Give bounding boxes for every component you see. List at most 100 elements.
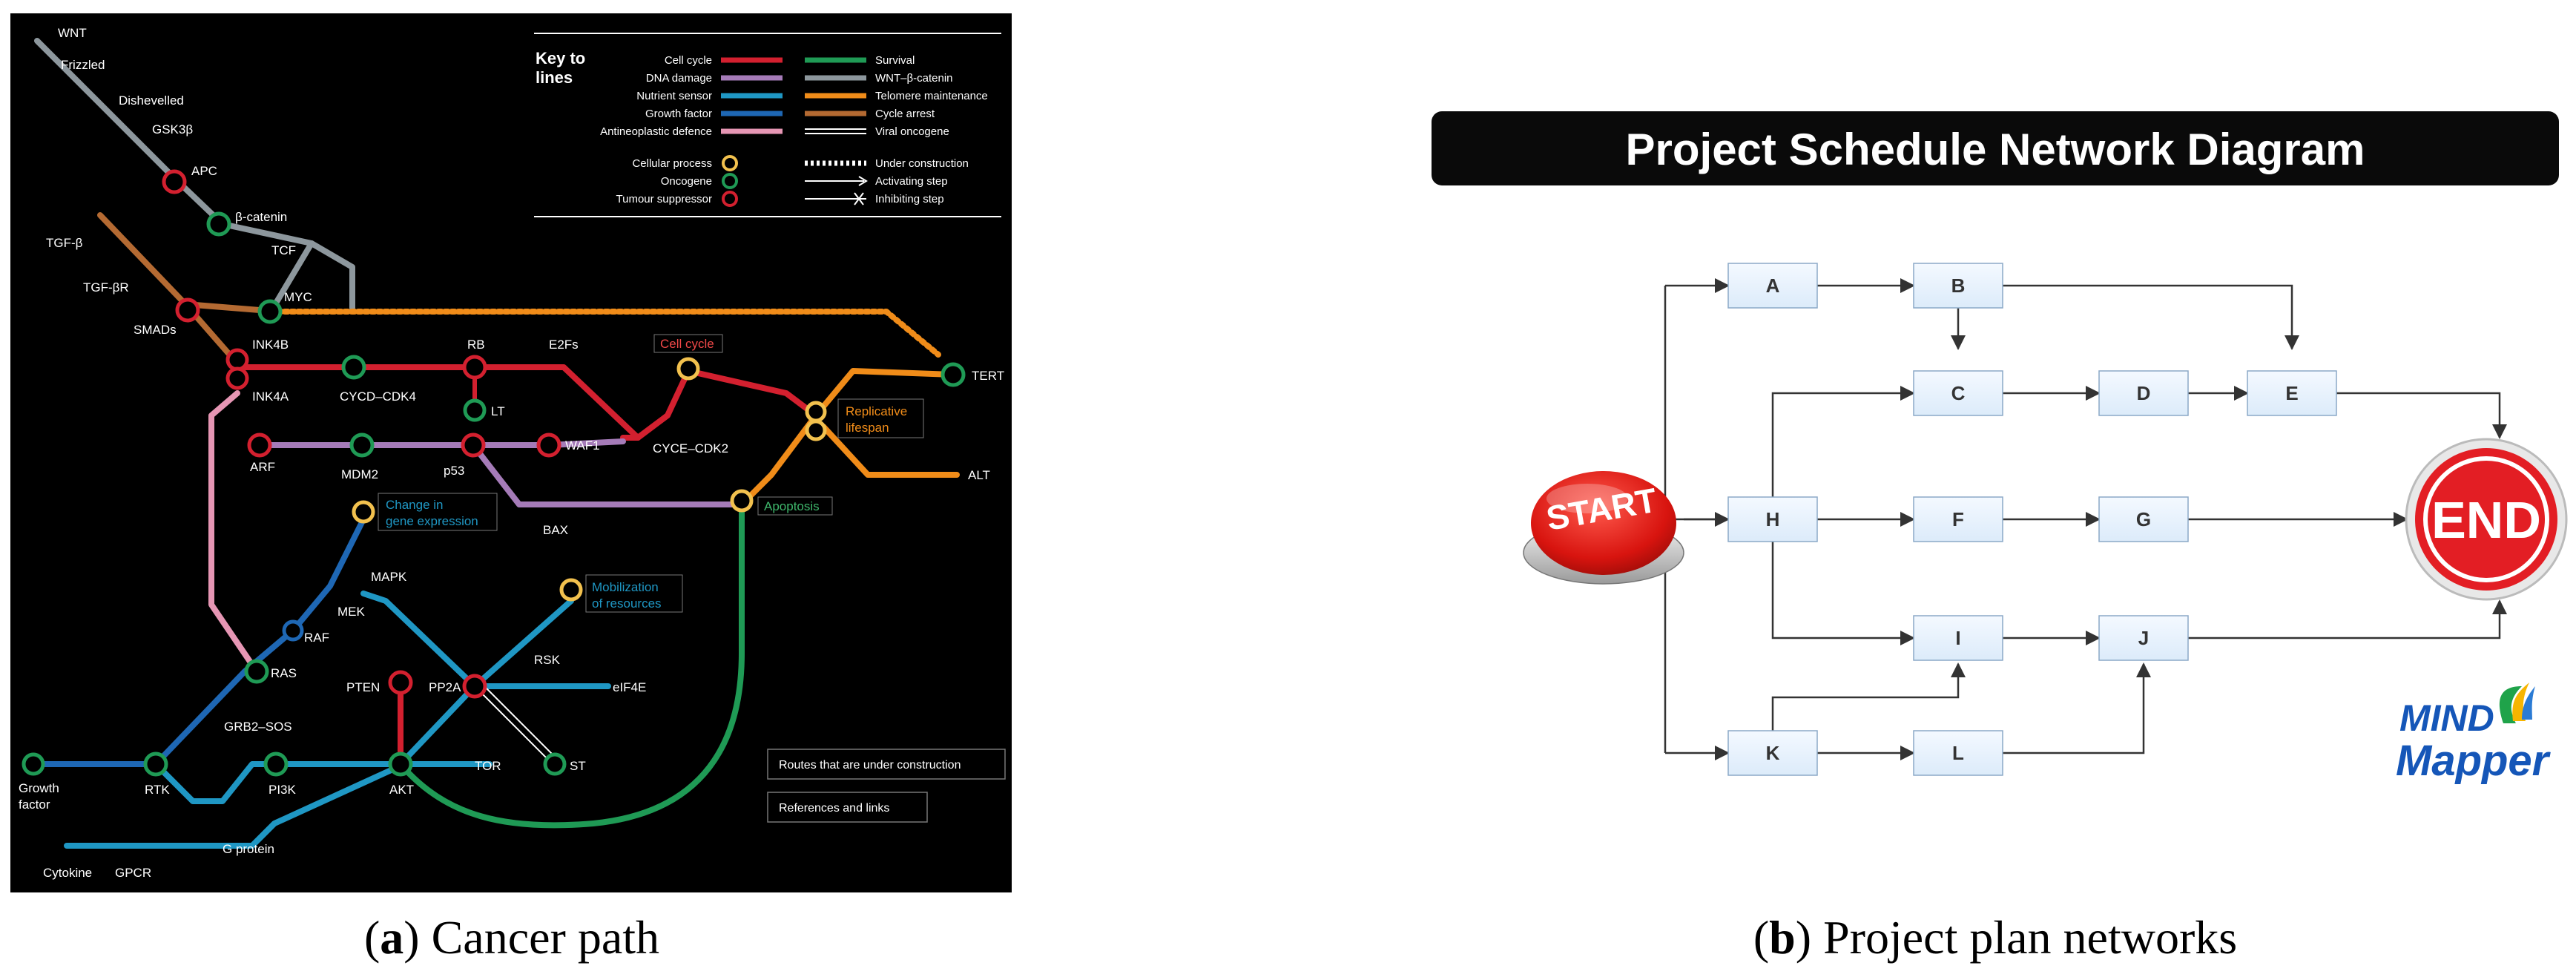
logo-text-line1: MIND xyxy=(2399,697,2494,739)
pathway-nodes xyxy=(22,169,966,777)
key-label-survival: Survival xyxy=(875,54,915,67)
node-bcatenin xyxy=(206,211,231,237)
caption-b: (b) Project plan networks xyxy=(1753,911,2237,964)
label-pten: PTEN xyxy=(346,680,380,694)
label-apoptosis: Apoptosis xyxy=(764,499,820,513)
node-pi3k xyxy=(263,752,289,777)
logo-swoosh-icon xyxy=(2499,686,2522,723)
key-label-telomere: Telomere maintenance xyxy=(875,90,988,102)
node-st xyxy=(543,752,567,776)
key-node-oncogene xyxy=(722,173,738,189)
myc-tert-dotted xyxy=(275,309,941,358)
growth-factor-line xyxy=(30,516,366,767)
label-arf: ARF xyxy=(250,460,275,474)
label-change-1: Change in xyxy=(386,498,444,512)
task-box-k[interactable]: K xyxy=(1727,730,1818,776)
task-box-h[interactable]: H xyxy=(1727,496,1818,542)
task-label: C xyxy=(1951,382,1966,404)
key-label-nutrient-sensor: Nutrient sensor xyxy=(636,90,712,102)
node-ink4b xyxy=(225,348,249,372)
node-smads xyxy=(175,297,200,323)
label-gprotein: G protein xyxy=(223,842,274,856)
label-gpcr: GPCR xyxy=(115,866,151,880)
task-box-d[interactable]: D xyxy=(2098,370,2189,416)
node-tert xyxy=(941,362,966,387)
label-mobil-1: Mobilization xyxy=(592,580,659,594)
references-button[interactable]: References and links xyxy=(767,792,928,823)
node-ras xyxy=(244,659,269,684)
cell-cycle-line xyxy=(234,364,819,441)
label-tgfbr: TGF-βR xyxy=(83,280,129,295)
change-gene-box xyxy=(378,493,498,531)
task-box-a[interactable]: A xyxy=(1727,263,1818,309)
key-label-cycle-arrest: Cycle arrest xyxy=(875,108,935,120)
logo-text-line2: Mapper xyxy=(2396,737,2552,785)
task-box-c[interactable]: C xyxy=(1913,370,2003,416)
task-label: F xyxy=(1952,508,1964,530)
label-cellcycle: Cell cycle xyxy=(660,337,714,351)
task-box-l[interactable]: L xyxy=(1913,730,2003,776)
label-cycd: CYCD–CDK4 xyxy=(340,389,416,404)
key-node-tumour-suppressor xyxy=(722,191,738,207)
node-growth-factor xyxy=(22,752,45,776)
task-box-b[interactable]: B xyxy=(1913,263,2003,309)
caption-a: (a) Cancer path xyxy=(364,911,659,964)
node-waf1 xyxy=(536,433,561,458)
label-rsk: RSK xyxy=(534,653,561,667)
node-replicative-top xyxy=(805,401,827,423)
key-to-lines: Key to lines Cell cycle DNA damage Nutri… xyxy=(534,33,1001,217)
key-label-inhibiting-step: Inhibiting step xyxy=(875,193,944,205)
replicative-box xyxy=(837,398,924,438)
diagram-title: Project Schedule Network Diagram xyxy=(1626,125,2365,174)
node-rb xyxy=(462,355,487,380)
label-mapk: MAPK xyxy=(371,570,407,584)
node-mdm2 xyxy=(349,433,375,458)
label-change-2: gene expression xyxy=(386,514,478,528)
mobilization-box xyxy=(585,574,683,613)
routes-button[interactable]: Routes that are under construction xyxy=(767,749,1006,780)
label-ink4b: INK4B xyxy=(252,338,289,352)
task-label: B xyxy=(1951,274,1966,297)
key-title-line2: lines xyxy=(536,68,573,87)
label-cytokine: Cytokine xyxy=(43,866,92,880)
node-mobilization xyxy=(559,578,583,602)
task-box-g[interactable]: G xyxy=(2098,496,2189,542)
label-mdm2: MDM2 xyxy=(341,467,378,481)
label-waf1: WAF1 xyxy=(565,438,600,453)
task-box-i[interactable]: I xyxy=(1913,615,2003,661)
node-akt xyxy=(388,752,413,777)
node-pp2a xyxy=(462,674,487,699)
task-label: A xyxy=(1766,274,1780,297)
label-bcatenin: β-catenin xyxy=(235,210,287,224)
task-label: G xyxy=(2136,508,2151,530)
node-myc xyxy=(257,299,283,324)
label-p53: p53 xyxy=(444,464,464,478)
label-tert: TERT xyxy=(972,369,1004,383)
task-box-j[interactable]: J xyxy=(2098,615,2189,661)
node-change-gene xyxy=(352,500,375,524)
start-button[interactable]: START xyxy=(1523,471,1684,585)
label-bax: BAX xyxy=(543,523,568,537)
task-box-e[interactable]: E xyxy=(2247,370,2337,416)
antineoplastic-line xyxy=(208,390,260,674)
task-boxes: A B C D E H F G I J K L xyxy=(1727,263,2337,776)
node-ink4a xyxy=(225,366,249,390)
label-alt: ALT xyxy=(968,468,990,482)
node-cellcycle xyxy=(676,357,700,381)
label-growth-1: Growth xyxy=(19,781,59,795)
label-pp2a: PP2A xyxy=(429,680,461,694)
key-label-activating-step: Activating step xyxy=(875,175,948,188)
p53-bax-line xyxy=(470,442,745,507)
label-ink4a: INK4A xyxy=(252,389,289,404)
task-box-f[interactable]: F xyxy=(1913,496,2003,542)
references-button-label: References and links xyxy=(779,802,889,815)
key-title-line1: Key to xyxy=(536,49,585,68)
label-gsk3b: GSK3β xyxy=(152,122,193,137)
label-ras: RAS xyxy=(271,666,297,680)
key-label-dna-damage: DNA damage xyxy=(646,72,712,85)
key-label-under-construction: Under construction xyxy=(875,157,969,170)
end-circle: END xyxy=(2405,438,2568,601)
label-rb: RB xyxy=(467,338,485,352)
label-grb2: GRB2–SOS xyxy=(224,720,292,734)
survival-line xyxy=(398,509,745,829)
